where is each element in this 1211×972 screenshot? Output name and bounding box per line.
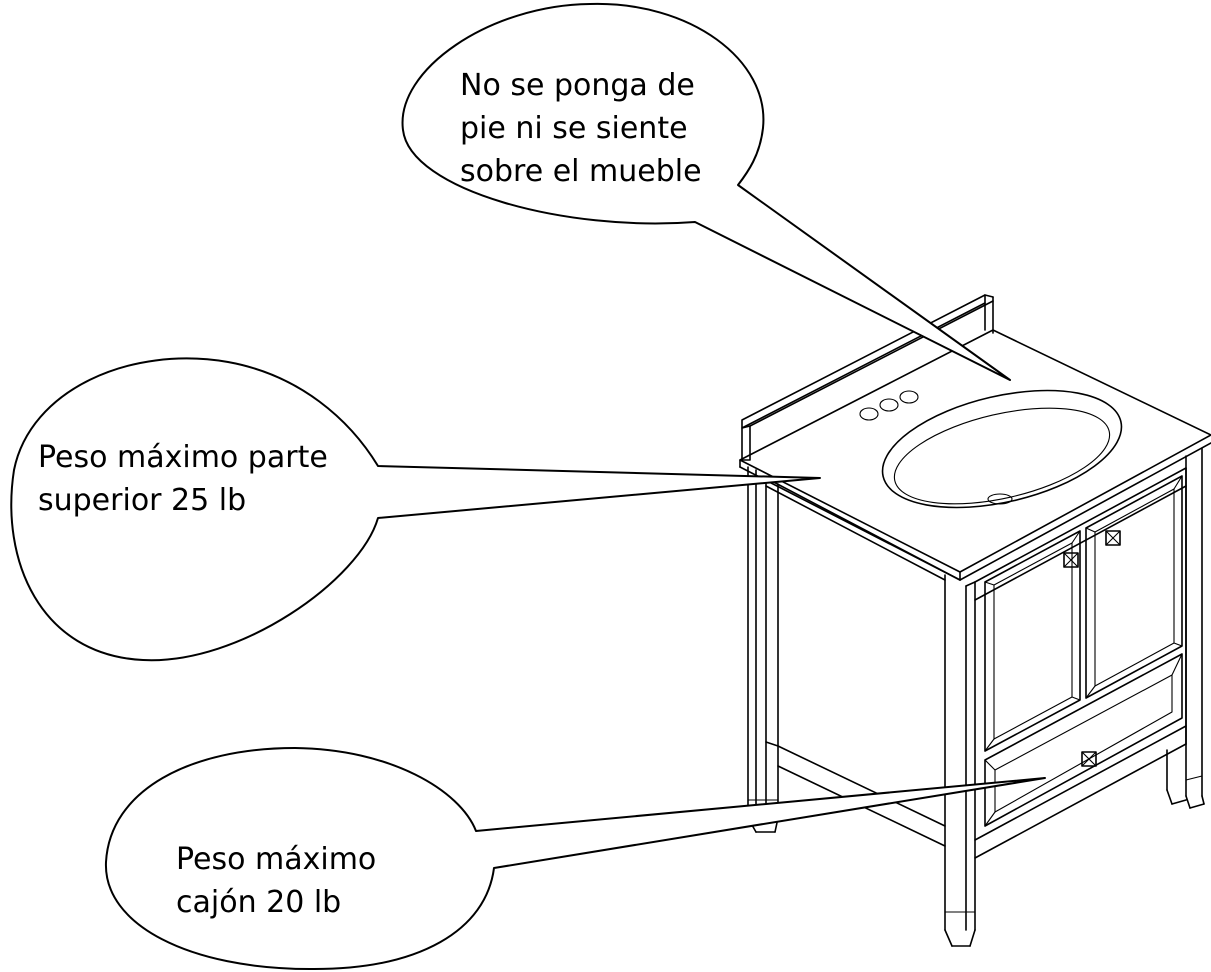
callout-line: Peso máximo [176, 842, 377, 877]
drawer [984, 653, 1183, 827]
front-leg-left [944, 574, 976, 947]
vanity-cabinet [739, 294, 1211, 947]
sink [859, 389, 1123, 509]
callout-line: Peso máximo parte [38, 440, 328, 475]
callout-text-drawer-max-weight: Peso máximo cajón 20 lb [176, 838, 376, 924]
callout-bubble-bottom [104, 747, 1046, 971]
callout-text-top-max-weight: Peso máximo parte superior 25 lb [38, 436, 328, 522]
callout-text-no-stand: No se ponga de pie ni se siente sobre el… [460, 64, 702, 193]
callout-bubble-top [401, 2, 1011, 381]
callout-bubble-left [10, 357, 821, 662]
door-right [1085, 475, 1183, 699]
face-frame [974, 467, 1187, 859]
callout-line: superior 25 lb [38, 483, 247, 518]
drawer-knob [1081, 751, 1097, 767]
callout-line: pie ni se siente [460, 111, 688, 146]
callout-line: No se ponga de [460, 68, 695, 103]
countertop [739, 329, 1211, 581]
door-knob-left [1063, 552, 1079, 568]
door-knob-right [1105, 530, 1121, 546]
door-left [984, 530, 1081, 752]
callout-line: cajón 20 lb [176, 885, 342, 920]
callout-line: sobre el mueble [460, 154, 702, 189]
backsplash [741, 294, 994, 461]
